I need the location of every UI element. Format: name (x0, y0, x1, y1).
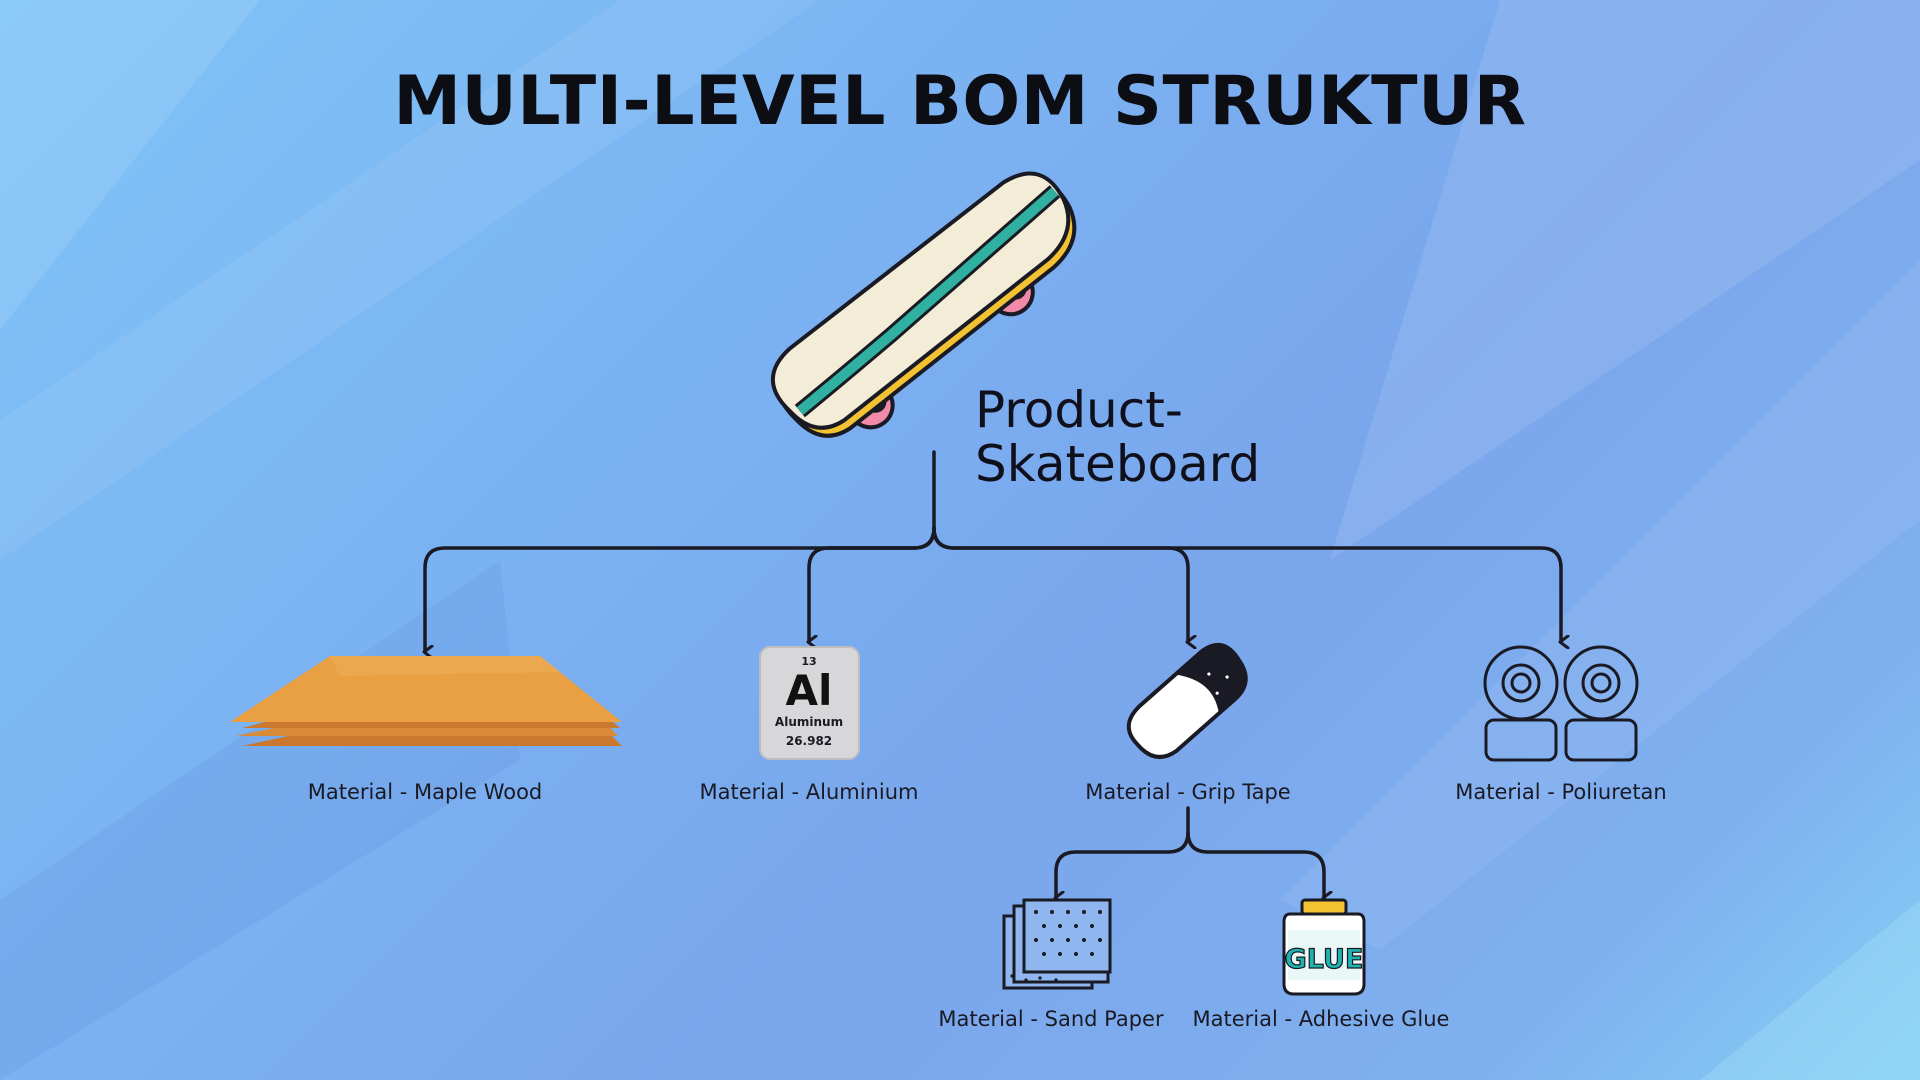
connectors-level-1 (425, 450, 1561, 652)
product-label-line-1: Product- (975, 381, 1183, 439)
connector-poliuretan (932, 526, 1561, 642)
connector-sand-paper (1056, 806, 1190, 898)
connector-glue (1186, 830, 1324, 898)
aluminium-element-icon: 13 Al Aluminum 26.982 (759, 646, 860, 760)
aluminium-name: Aluminum (775, 715, 843, 729)
product-label: Product- Skateboard (975, 383, 1260, 491)
grip-tape-icon (1126, 642, 1248, 759)
connector-trunk (826, 450, 936, 550)
skateboard-icon (770, 171, 1077, 438)
connectors-level-2 (1056, 806, 1324, 898)
glue-label-text: GLUE (1285, 944, 1364, 975)
page-title: MULTI-LEVEL BOM STRUKTUR (393, 62, 1527, 141)
label-sand-paper: Material - Sand Paper (938, 1007, 1164, 1031)
sand-paper-icon (1002, 898, 1112, 990)
aluminium-mass: 26.982 (786, 734, 832, 748)
glue-bottle-icon: GLUE (1282, 898, 1366, 996)
aluminium-symbol: Al (786, 666, 833, 715)
label-aluminium: Material - Aluminium (699, 780, 919, 804)
label-poliuretan: Material - Poliuretan (1455, 780, 1667, 804)
product-label-line-2: Skateboard (975, 435, 1261, 493)
connector-grip-tape (932, 526, 1188, 642)
label-adhesive-glue: Material - Adhesive Glue (1192, 1007, 1450, 1031)
label-grip-tape: Material - Grip Tape (1085, 780, 1291, 804)
polyurethane-wheels-icon (1483, 645, 1639, 762)
maple-wood-sheets-icon (230, 656, 622, 746)
connector-aluminium (809, 526, 936, 642)
label-maple-wood: Material - Maple Wood (307, 780, 543, 804)
aluminium-number: 13 (801, 655, 816, 668)
